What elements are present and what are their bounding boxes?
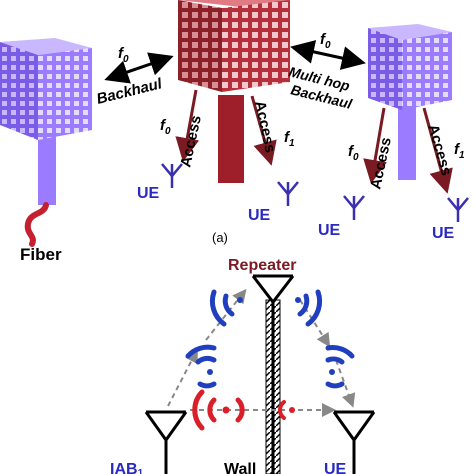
right-access-right-label: Access bbox=[424, 122, 455, 177]
right-access-f1-freq: f1 bbox=[454, 141, 465, 161]
ue-label-b: UE bbox=[324, 461, 347, 474]
right-node-face-right bbox=[402, 32, 452, 110]
right-node-pole bbox=[398, 100, 416, 180]
iab-label: IAB1 bbox=[110, 461, 144, 474]
right-node-face-left bbox=[368, 28, 402, 110]
center-access-right-label: Access bbox=[251, 99, 279, 154]
multihop-arrow bbox=[290, 40, 366, 70]
center-node-face-left bbox=[178, 0, 222, 92]
wave-icon-blocked-red bbox=[278, 400, 295, 420]
backhaul-label: Backhaul bbox=[95, 75, 165, 108]
wave-icon-repeater-right bbox=[295, 289, 323, 327]
center-access-f0-arrow bbox=[175, 89, 200, 162]
ue-label-1: UE bbox=[137, 185, 160, 202]
path-mid-left-to-repeater bbox=[205, 288, 247, 341]
wall-label: Wall bbox=[224, 461, 256, 474]
wave-icon-repeater-left bbox=[209, 289, 243, 327]
backhaul-arrow bbox=[104, 52, 174, 84]
left-node-building bbox=[0, 38, 92, 205]
center-access-left-label: Access bbox=[177, 114, 205, 169]
right-node-building bbox=[368, 24, 452, 180]
right-access-f1-arrow bbox=[422, 107, 453, 194]
path-mid-right-to-ue bbox=[335, 359, 356, 408]
center-access-f1-freq: f1 bbox=[284, 129, 295, 149]
repeater-antenna bbox=[251, 274, 295, 305]
relay-paths bbox=[167, 288, 356, 417]
wave-icon-iab-red bbox=[192, 389, 245, 431]
right-access-f0-freq: f0 bbox=[348, 143, 359, 163]
wave-icon-mid-right bbox=[325, 345, 355, 389]
center-node-roof bbox=[178, 0, 290, 8]
left-node-face-front bbox=[38, 48, 92, 140]
right-access-left-label: Access bbox=[367, 136, 395, 191]
ue-antenna-b bbox=[332, 410, 376, 474]
backhaul-freq: f0 bbox=[118, 45, 129, 65]
ue-antenna-2 bbox=[277, 181, 299, 206]
left-node-face bbox=[0, 42, 38, 140]
panel-a-caption: (a) bbox=[212, 230, 228, 245]
left-node-pole bbox=[38, 120, 56, 205]
center-node-face-right bbox=[222, 0, 290, 92]
center-access-f1-arrow bbox=[250, 95, 277, 166]
left-node-roof bbox=[0, 38, 92, 55]
path-iab-to-mid-left bbox=[167, 348, 198, 407]
wave-icon-mid-left bbox=[185, 344, 217, 389]
ue-antenna-4 bbox=[447, 197, 469, 222]
right-access-f0-arrow bbox=[363, 107, 387, 184]
ue-label-2: UE bbox=[248, 207, 271, 224]
center-access-f0-freq: f0 bbox=[160, 117, 171, 137]
fiber-label: Fiber bbox=[20, 245, 62, 264]
ue-antenna-3 bbox=[343, 195, 365, 220]
repeater-label: Repeater bbox=[228, 257, 296, 274]
iab-antenna bbox=[144, 410, 188, 474]
right-node-roof bbox=[368, 24, 452, 40]
center-node-building bbox=[178, 0, 290, 183]
center-node-pole bbox=[218, 95, 244, 183]
fiber-cable bbox=[24, 202, 49, 247]
multihop-freq: f0 bbox=[320, 31, 331, 51]
ue-antenna-1 bbox=[161, 163, 183, 188]
ue-label-3: UE bbox=[318, 222, 341, 239]
ue-label-4: UE bbox=[432, 225, 455, 242]
